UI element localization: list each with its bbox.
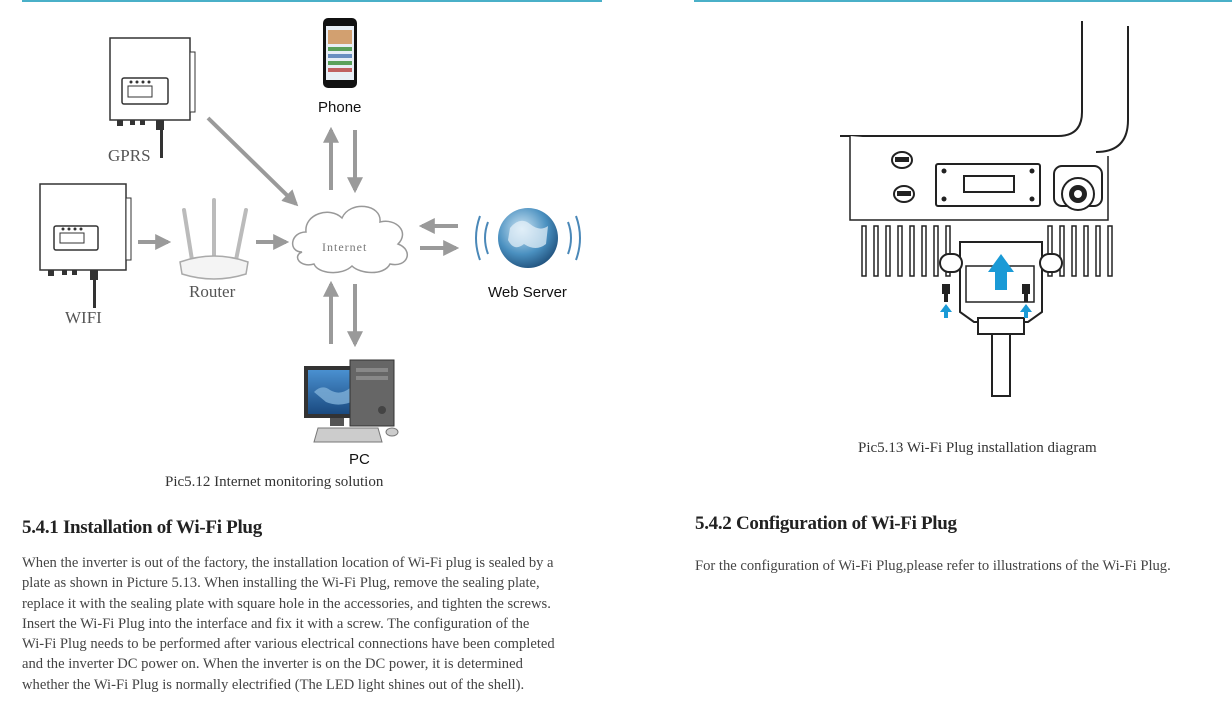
section-5-4-2-body: For the configuration of Wi-Fi Plug,plea… <box>695 558 1171 574</box>
web-server-label: Web Server <box>488 284 567 301</box>
wifi-inverter-icon <box>39 183 132 308</box>
panel-port-1-icon <box>891 151 913 169</box>
terminal-connector-icon <box>1053 165 1103 211</box>
panel-port-2-icon <box>893 185 915 203</box>
body-line: Wi-Fi Plug needs to be performed after v… <box>22 636 555 653</box>
section-5-4-1-body: When the inverter is out of the factory,… <box>22 553 622 695</box>
wifi-port-plate-icon <box>935 163 1041 207</box>
section-5-4-1-heading: 5.4.1 Installation of Wi-Fi Plug <box>22 517 262 538</box>
screw-arrow-left-icon <box>940 304 952 318</box>
arrow-gprs-to-internet <box>206 116 299 207</box>
header-rule-right <box>694 0 1232 2</box>
body-line: and the inverter DC power on. When the i… <box>22 656 523 673</box>
section-5-4-2-heading: 5.4.2 Configuration of Wi-Fi Plug <box>695 513 957 534</box>
wifi-label: WIFI <box>65 308 102 327</box>
screw-right-icon <box>1022 284 1030 302</box>
gprs-label: GPRS <box>108 146 151 165</box>
phone-label: Phone <box>318 99 362 116</box>
body-line: plate as shown in Picture 5.13. When ins… <box>22 575 540 592</box>
body-line: replace it with the sealing plate with s… <box>22 595 551 612</box>
screw-arrow-right-icon <box>1020 304 1032 318</box>
body-line: whether the Wi-Fi Plug is normally elect… <box>22 676 525 693</box>
figure-caption-5-13: Pic5.13 Wi-Fi Plug installation diagram <box>858 440 1097 456</box>
body-line: Insert the Wi-Fi Plug into the interface… <box>22 615 530 632</box>
connection-arrows <box>138 116 460 348</box>
router-icon <box>179 198 249 280</box>
screw-left-icon <box>942 284 950 302</box>
pc-icon <box>304 359 399 443</box>
phone-icon <box>323 18 357 88</box>
gprs-inverter-icon <box>109 37 196 158</box>
internet-cloud-icon <box>292 205 408 274</box>
wifi-plug-installation-diagram <box>840 21 1129 397</box>
internet-label: Internet <box>322 240 368 254</box>
body-line: When the inverter is out of the factory,… <box>22 555 554 571</box>
network-diagram <box>39 18 581 443</box>
heat-sink-fins <box>861 225 1113 277</box>
figure-caption-5-12: Pic5.12 Internet monitoring solution <box>165 474 384 490</box>
router-label: Router <box>189 282 236 301</box>
header-rule-left <box>22 0 602 2</box>
web-server-globe-icon <box>475 208 581 268</box>
insert-arrow-icon <box>988 254 1014 290</box>
pc-label: PC <box>349 451 370 468</box>
